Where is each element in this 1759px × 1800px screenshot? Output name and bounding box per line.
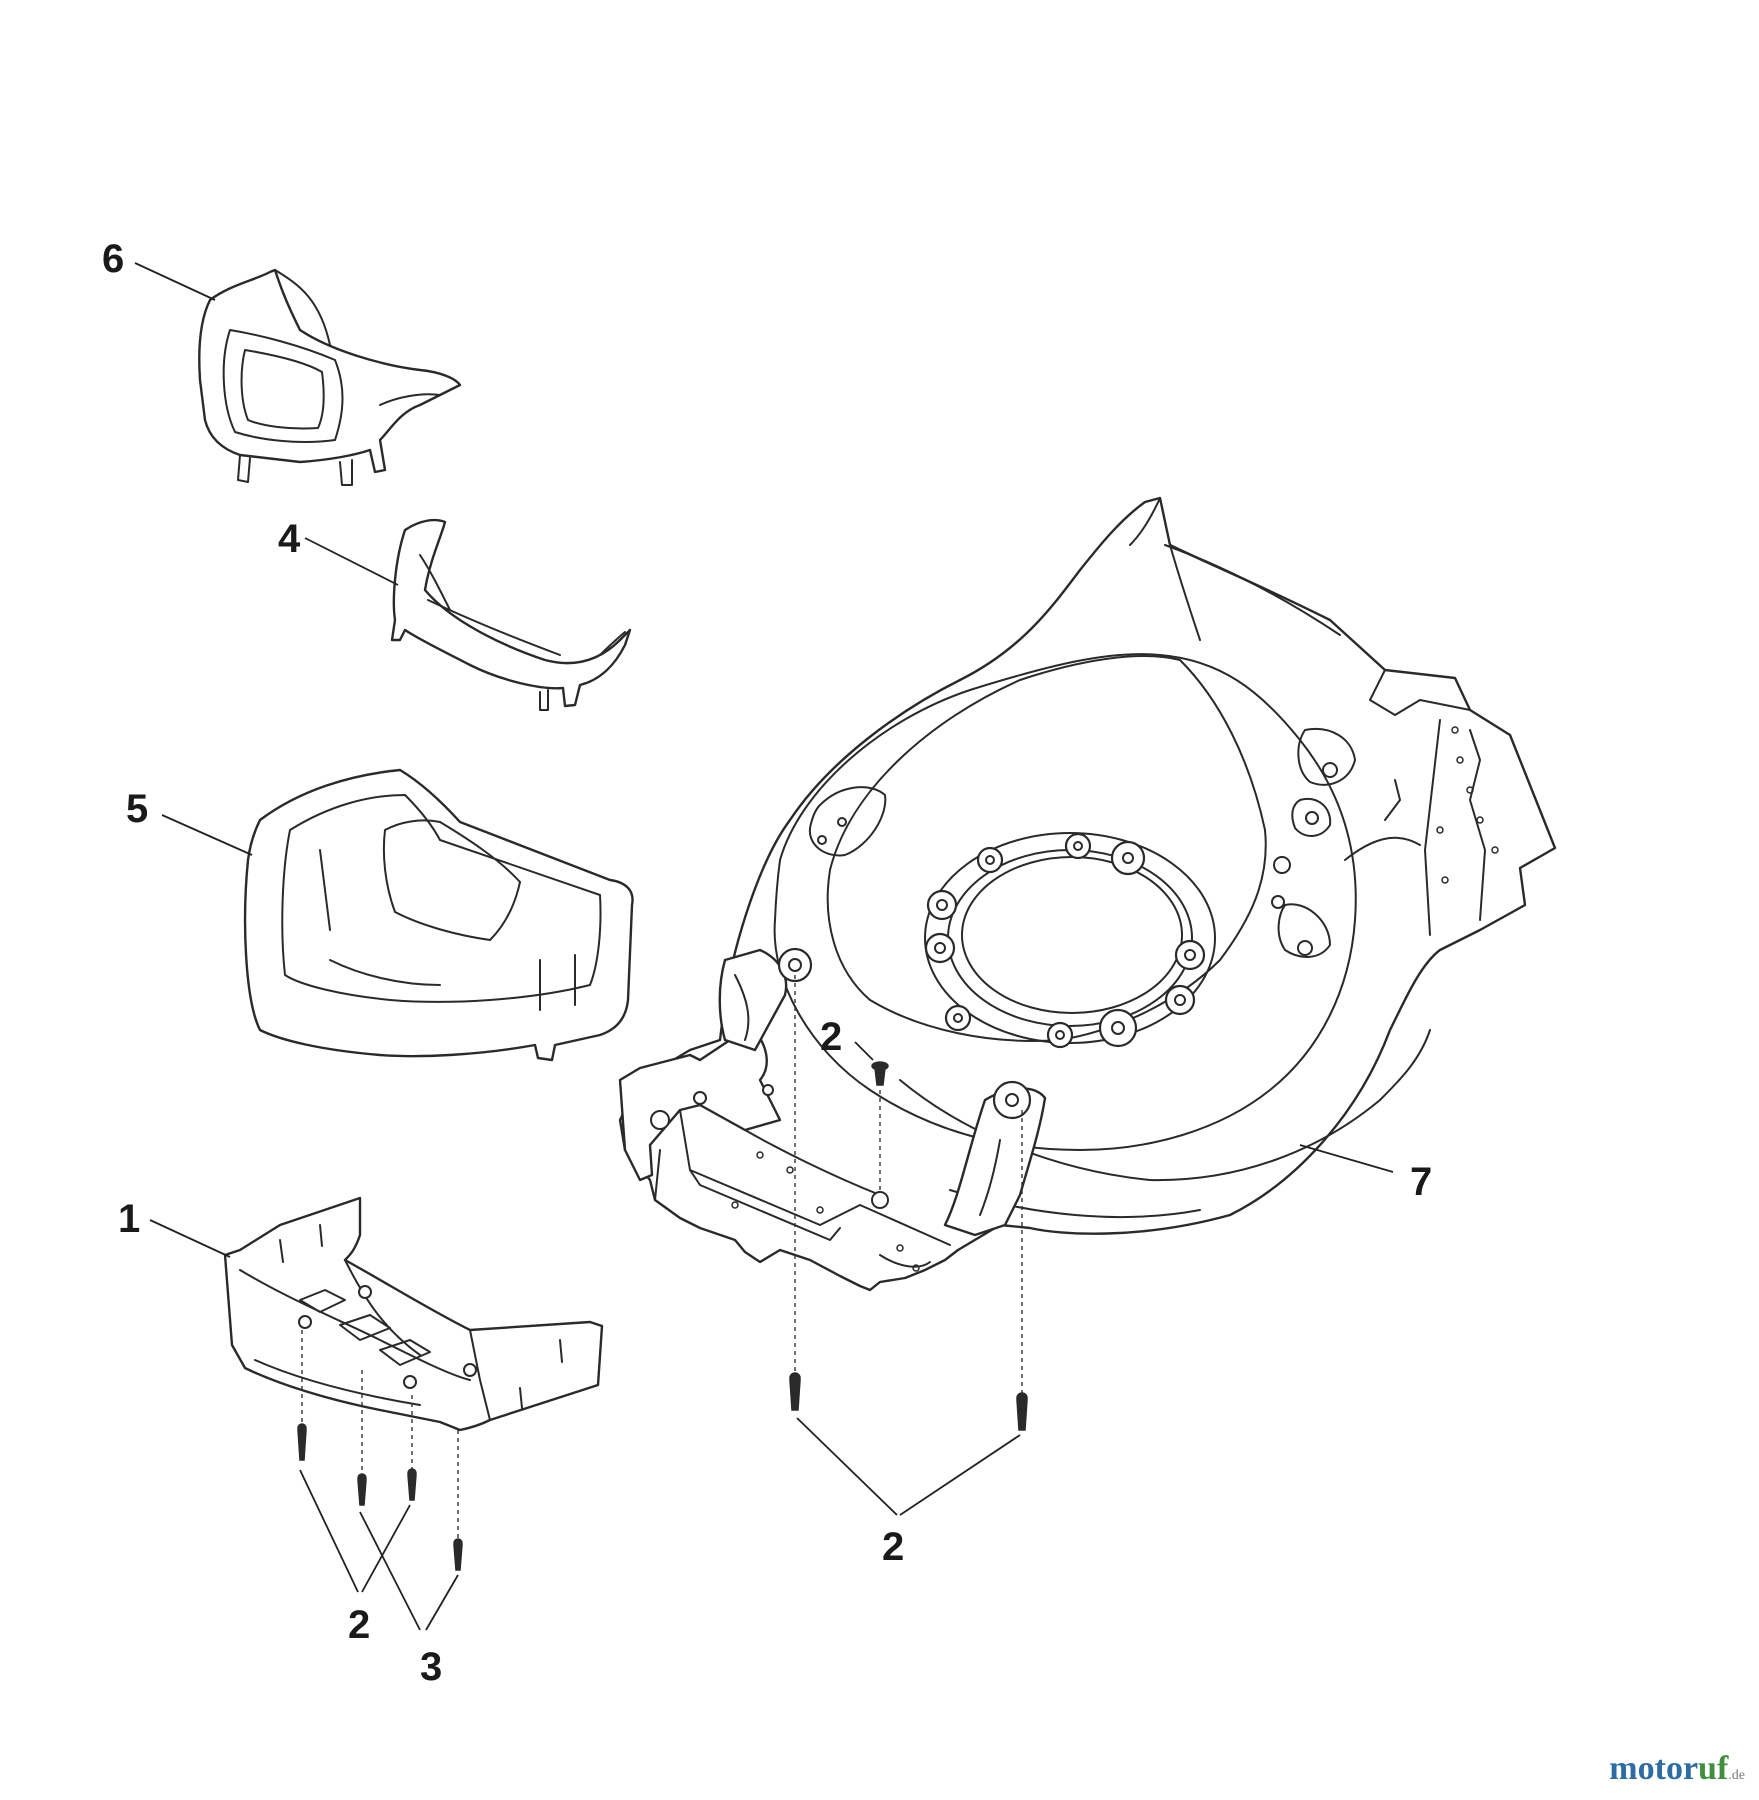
part-7-fasteners <box>789 975 1028 1431</box>
watermark-part-3: .de <box>1728 1768 1745 1783</box>
part-4-handle-insert <box>390 518 632 711</box>
callout-5: 5 <box>126 787 148 831</box>
callout-7: 7 <box>1410 1160 1432 1204</box>
callout-4: 4 <box>278 517 301 561</box>
part-5-front-shell <box>243 768 634 1062</box>
callout-labels: 6 4 5 1 7 2 2 2 3 <box>102 237 1432 1689</box>
part-6-front-cover <box>198 268 462 486</box>
leader-lines <box>134 262 1394 1631</box>
callout-2-skid: 2 <box>348 1603 370 1647</box>
part-1-skid-plate <box>223 1196 604 1432</box>
callout-6: 6 <box>102 237 124 281</box>
callout-2-deck-bottom: 2 <box>882 1525 904 1569</box>
callout-1: 1 <box>118 1197 140 1241</box>
watermark-part-1: motor <box>1609 1750 1699 1787</box>
part-7-mower-deck <box>618 496 1557 1292</box>
watermark-part-2: uf <box>1698 1750 1729 1787</box>
deck-motor-bosses <box>924 832 1206 1049</box>
callout-3: 3 <box>420 1645 442 1689</box>
part-1-fasteners <box>297 1330 463 1571</box>
watermark-logo: motoruf.de <box>1609 1750 1745 1788</box>
callout-2-deck-top: 2 <box>820 1015 842 1059</box>
